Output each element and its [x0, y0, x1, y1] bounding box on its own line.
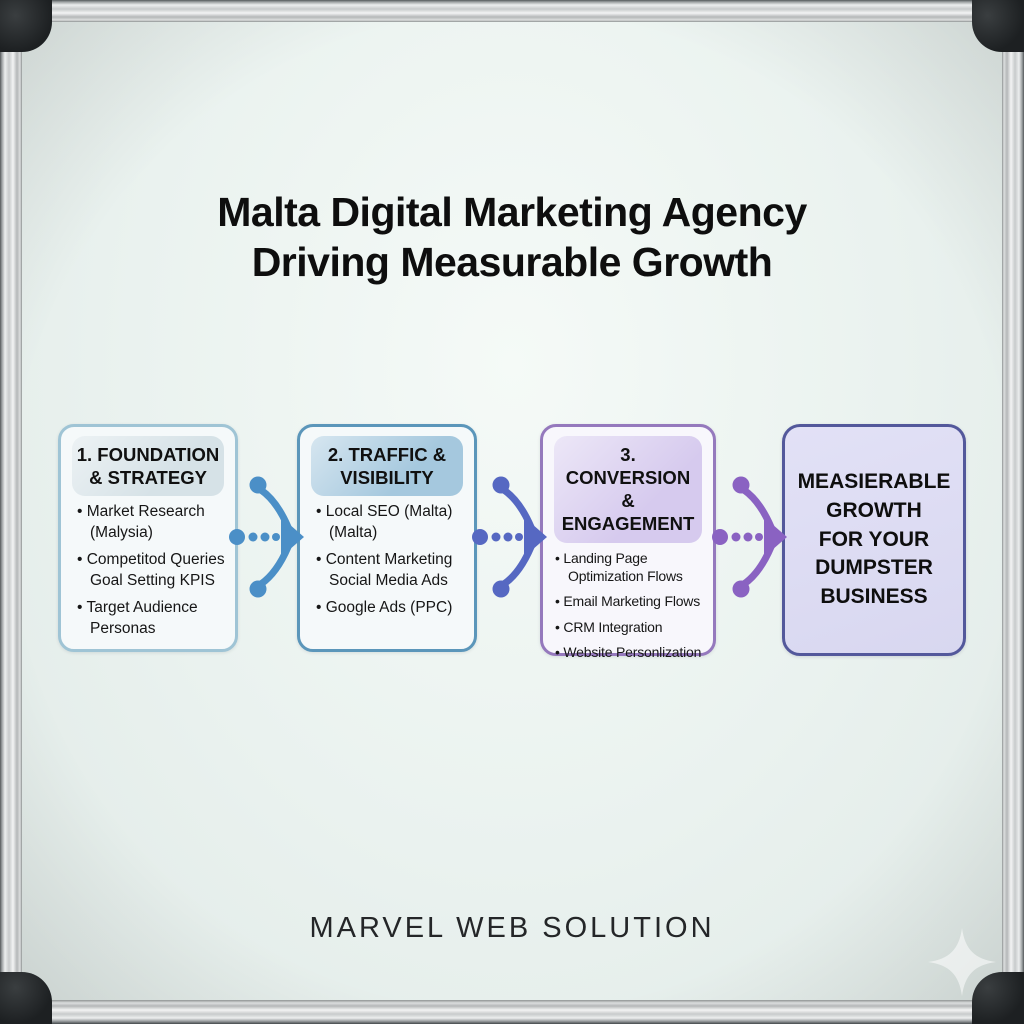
bullet-item: Target Audience Personas: [77, 598, 229, 639]
bullet-item: Email Marketing Flows: [555, 592, 707, 610]
stage-box-traffic-visibility: 2. TRAFFIC & VISIBILITY Local SEO (Malta…: [297, 424, 477, 652]
stage-bullet-list: Landing Page Optimization Flows Email Ma…: [543, 549, 713, 662]
frame-corner-bottom-left: [0, 972, 52, 1024]
arrow-right-icon: [472, 476, 547, 598]
stage-box-conversion-engagement: 3. CONVERSION & ENGAGEMENT Landing Page …: [540, 424, 716, 660]
flow-arrow-2: [470, 471, 548, 603]
flow-arrow-3: [708, 471, 790, 603]
arrow-right-icon: [712, 476, 787, 598]
bullet-item: Website Personlization: [555, 643, 707, 661]
bullet-item: Google Ads (PPC): [316, 598, 468, 618]
page-title: Malta Digital Marketing Agency Driving M…: [217, 189, 807, 286]
stage-bullet-list: Market Research (Malysia) Competitod Que…: [61, 502, 235, 639]
stage-bullet-list: Local SEO (Malta) (Malta) Content Market…: [300, 502, 474, 618]
stage-box-foundation-strategy: 1. FOUNDATION & STRATEGY Market Research…: [58, 424, 238, 652]
stage-header: 1. FOUNDATION & STRATEGY: [72, 436, 224, 497]
whiteboard-frame-bottom: [0, 1000, 1024, 1024]
bullet-item: Local SEO (Malta) (Malta): [316, 502, 468, 543]
stage-header: 2. TRAFFIC & VISIBILITY: [311, 436, 463, 497]
result-box: MEASIERABLE GROWTH FOR YOUR DUMPSTER BUS…: [782, 424, 966, 656]
brand-footer: MARVEL WEB SOLUTION: [309, 912, 715, 944]
bullet-item: CRM Integration: [555, 618, 707, 636]
frame-corner-top-right: [972, 0, 1024, 52]
flow-arrow-1: [228, 471, 304, 603]
bullet-item: Market Research (Malysia): [77, 502, 229, 543]
bullet-item: Landing Page Optimization Flows: [555, 549, 707, 586]
sparkle-icon: [928, 928, 996, 996]
whiteboard-frame-left: [0, 0, 22, 1024]
stage-header: 3. CONVERSION & ENGAGEMENT: [554, 436, 702, 543]
frame-corner-bottom-right: [972, 972, 1024, 1024]
whiteboard-frame-right: [1002, 0, 1024, 1024]
bullet-item: Competitod Queries Goal Setting KPIS: [77, 550, 229, 591]
arrow-right-icon: [229, 476, 304, 598]
whiteboard-frame-top: [0, 0, 1024, 22]
bullet-item: Content Marketing Social Media Ads: [316, 550, 468, 591]
